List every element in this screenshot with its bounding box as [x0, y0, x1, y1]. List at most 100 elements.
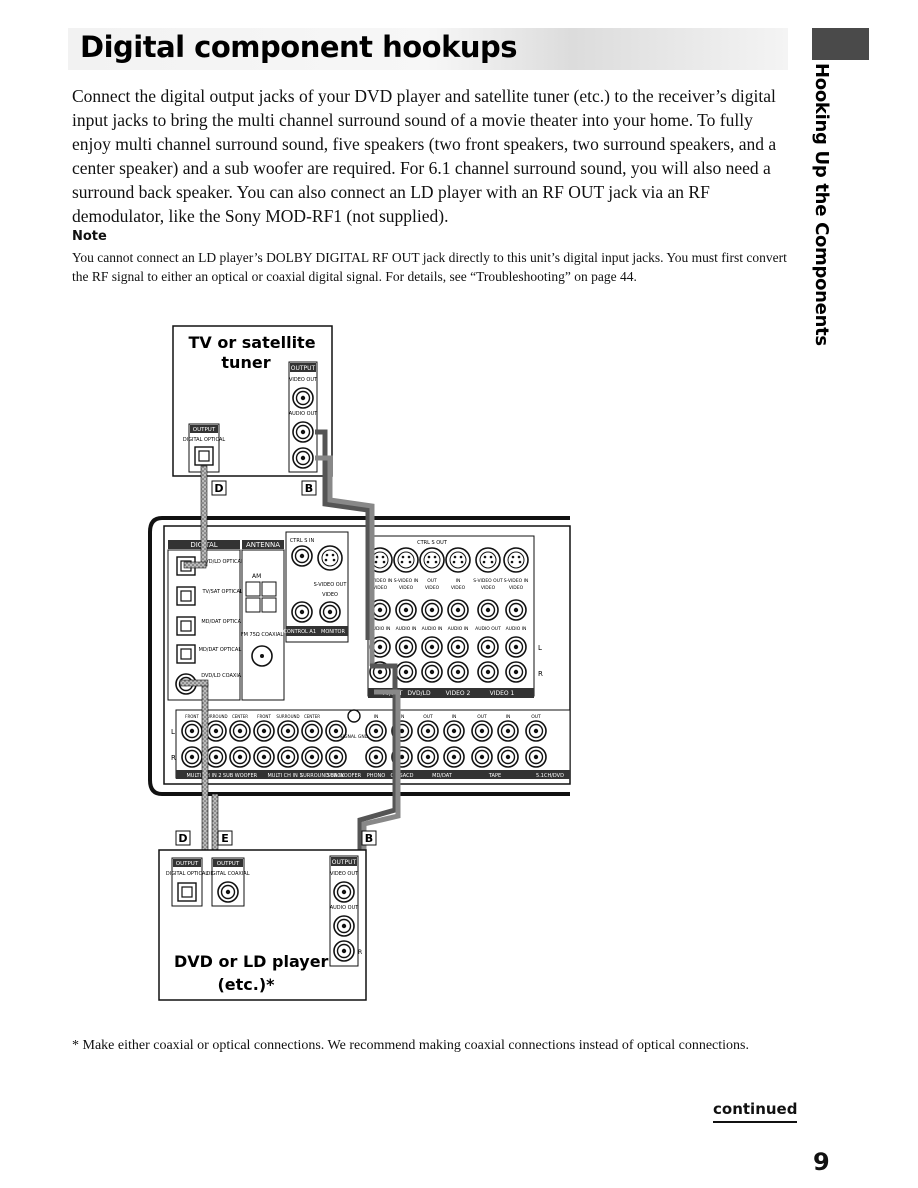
tuner-title-line1: TV or satellite [188, 333, 315, 352]
audio-l-jack [395, 636, 417, 658]
dvd-coaxial-output-label: OUTPUT [217, 861, 240, 867]
tuner-title-line2: tuner [221, 353, 270, 372]
dvd-title-line2: (etc.)* [217, 975, 275, 994]
cable-d-dvd [201, 683, 209, 855]
page-number: 9 [813, 1148, 830, 1176]
bottom-l-mark: L [171, 728, 175, 736]
signal-gnd-screw [347, 709, 361, 723]
s-video-label: S-VIDEO IN [504, 578, 529, 584]
video-label: VIDEO [373, 585, 388, 591]
audio-label: AUDIO IN [448, 626, 469, 632]
multi-ch-section-label: SUB WOOFER [327, 773, 362, 779]
tuner-audio-out-l-jack [292, 421, 314, 443]
dvd-digital-optical-label: DIGITAL OPTICAL [166, 871, 209, 877]
monitor-video-label: VIDEO [322, 592, 338, 598]
signal-gnd-label: SIGNAL GND [340, 734, 369, 740]
tuner-video-out-label: VIDEO OUT [289, 377, 318, 383]
md-dat-optical-in-jack [176, 616, 196, 636]
s-video-jack [445, 547, 471, 573]
bottom-l-jack [365, 720, 387, 742]
video-jack [395, 599, 417, 621]
audio-io-label: OUT [477, 714, 487, 720]
bottom-r-jack [181, 746, 203, 768]
video-label: VIDEO [399, 585, 414, 591]
bottom-l-jack [205, 720, 227, 742]
s-video-label: IN [456, 578, 461, 584]
s-video-jack [393, 547, 419, 573]
monitor-label: MONITOR [321, 629, 345, 635]
bottom-l-jack [417, 720, 439, 742]
note-text: You cannot connect an LD player’s DOLBY … [72, 250, 787, 284]
dvd-ld-coaxial-in-label: DVD/LD COAXIAL IN [201, 673, 251, 679]
dvd-optical-output-label: OUTPUT [176, 861, 199, 867]
dvd-ld-optical-in-label: DVD/LD OPTICAL IN [202, 559, 251, 565]
side-section-label: Hooking Up the Components [811, 63, 832, 346]
section-thumb-tab [812, 28, 869, 60]
video-label: VIDEO [481, 585, 496, 591]
tuner-optical-out-jack [194, 446, 214, 466]
receiver-rear-panel: DIGITAL ANTENNA DVD/LD OPTICAL IN TV/SAT… [148, 516, 571, 796]
bottom-l-jack [277, 720, 299, 742]
s-video-label: S-VIDEO IN [368, 578, 393, 584]
s-video-label: S-VIDEO IN [394, 578, 419, 584]
multi-ch-label: CENTER [232, 714, 248, 719]
bottom-l-jack [229, 720, 251, 742]
dvd-ld-player: OUTPUT DIGITAL OPTICAL OUTPUT DIGITAL CO… [158, 849, 367, 1001]
audio-r-jack [395, 661, 417, 683]
control-a1-label: CONTROL A1 II [283, 629, 320, 635]
bottom-l-jack [253, 720, 275, 742]
cable-e-dvd [211, 793, 219, 855]
dvd-coaxial-out-jack [217, 881, 239, 903]
title-band [68, 28, 788, 70]
bottom-r-jack [253, 746, 275, 768]
cable-label-d-bottom: D [178, 832, 187, 845]
audio-l-jack [477, 636, 499, 658]
multi-ch-section-label: SURROUND BACK [300, 773, 345, 779]
audio-section-label: CD/SACD [391, 773, 414, 779]
audio-l-jack [505, 636, 527, 658]
s-video-jack [419, 547, 445, 573]
audio-io-label: OUT [423, 714, 433, 720]
dvd-audio-out-r-jack [333, 940, 355, 962]
audio-label: AUDIO IN [370, 626, 391, 632]
audio-label: AUDIO IN [396, 626, 417, 632]
s-video-out-label: S-VIDEO OUT [314, 582, 348, 588]
audio-io-label: IN [374, 714, 379, 720]
bottom-l-jack [525, 720, 547, 742]
dvd-digital-coaxial-label: DIGITAL COAXIAL [206, 871, 249, 877]
av-section-label: VIDEO 2 [446, 690, 471, 697]
audio-section-label: TAPE [488, 773, 501, 779]
video-jack [477, 599, 499, 621]
multi-ch-section-label: MULTI CH IN 1 [267, 773, 302, 779]
multi-ch-label: FRONT [257, 714, 271, 719]
md-dat-optical-out-label: MD/DAT OPTICAL OUT [199, 647, 255, 653]
s-video-label: OUT [427, 578, 437, 584]
cable-label-b-top: B [305, 482, 313, 495]
audio-io-label: IN [506, 714, 511, 720]
ctrl-s-out-label: CTRL S OUT [417, 540, 448, 546]
dvd-video-out-jack [333, 881, 355, 903]
dvd-video-out-label: VIDEO OUT [330, 871, 359, 877]
multi-ch-label: FRONT [185, 714, 199, 719]
tuner-digital-output-label: OUTPUT [193, 427, 216, 433]
md-dat-optical-in-label: MD/DAT OPTICAL IN [201, 619, 251, 625]
video-label: VIDEO [451, 585, 466, 591]
audio-section-label: 5.1CH/DVD [536, 773, 564, 779]
s-video-label: S-VIDEO OUT [473, 578, 503, 584]
audio-io-label: OUT [531, 714, 541, 720]
cable-b-tuner-audio [315, 429, 371, 640]
dvd-output-label: OUTPUT [332, 859, 357, 866]
bottom-r-jack [417, 746, 439, 768]
video-jack [505, 599, 527, 621]
tv-sat-optical-in-label: TV/SAT OPTICAL IN [201, 589, 249, 595]
monitor-s-video-out-jack [317, 545, 343, 571]
ctrl-s-in-jack [291, 545, 313, 567]
multi-ch-label: SURROUND [276, 714, 299, 719]
bottom-l-jack [181, 720, 203, 742]
audio-io-label: IN [400, 714, 405, 720]
bottom-r-jack [443, 746, 465, 768]
